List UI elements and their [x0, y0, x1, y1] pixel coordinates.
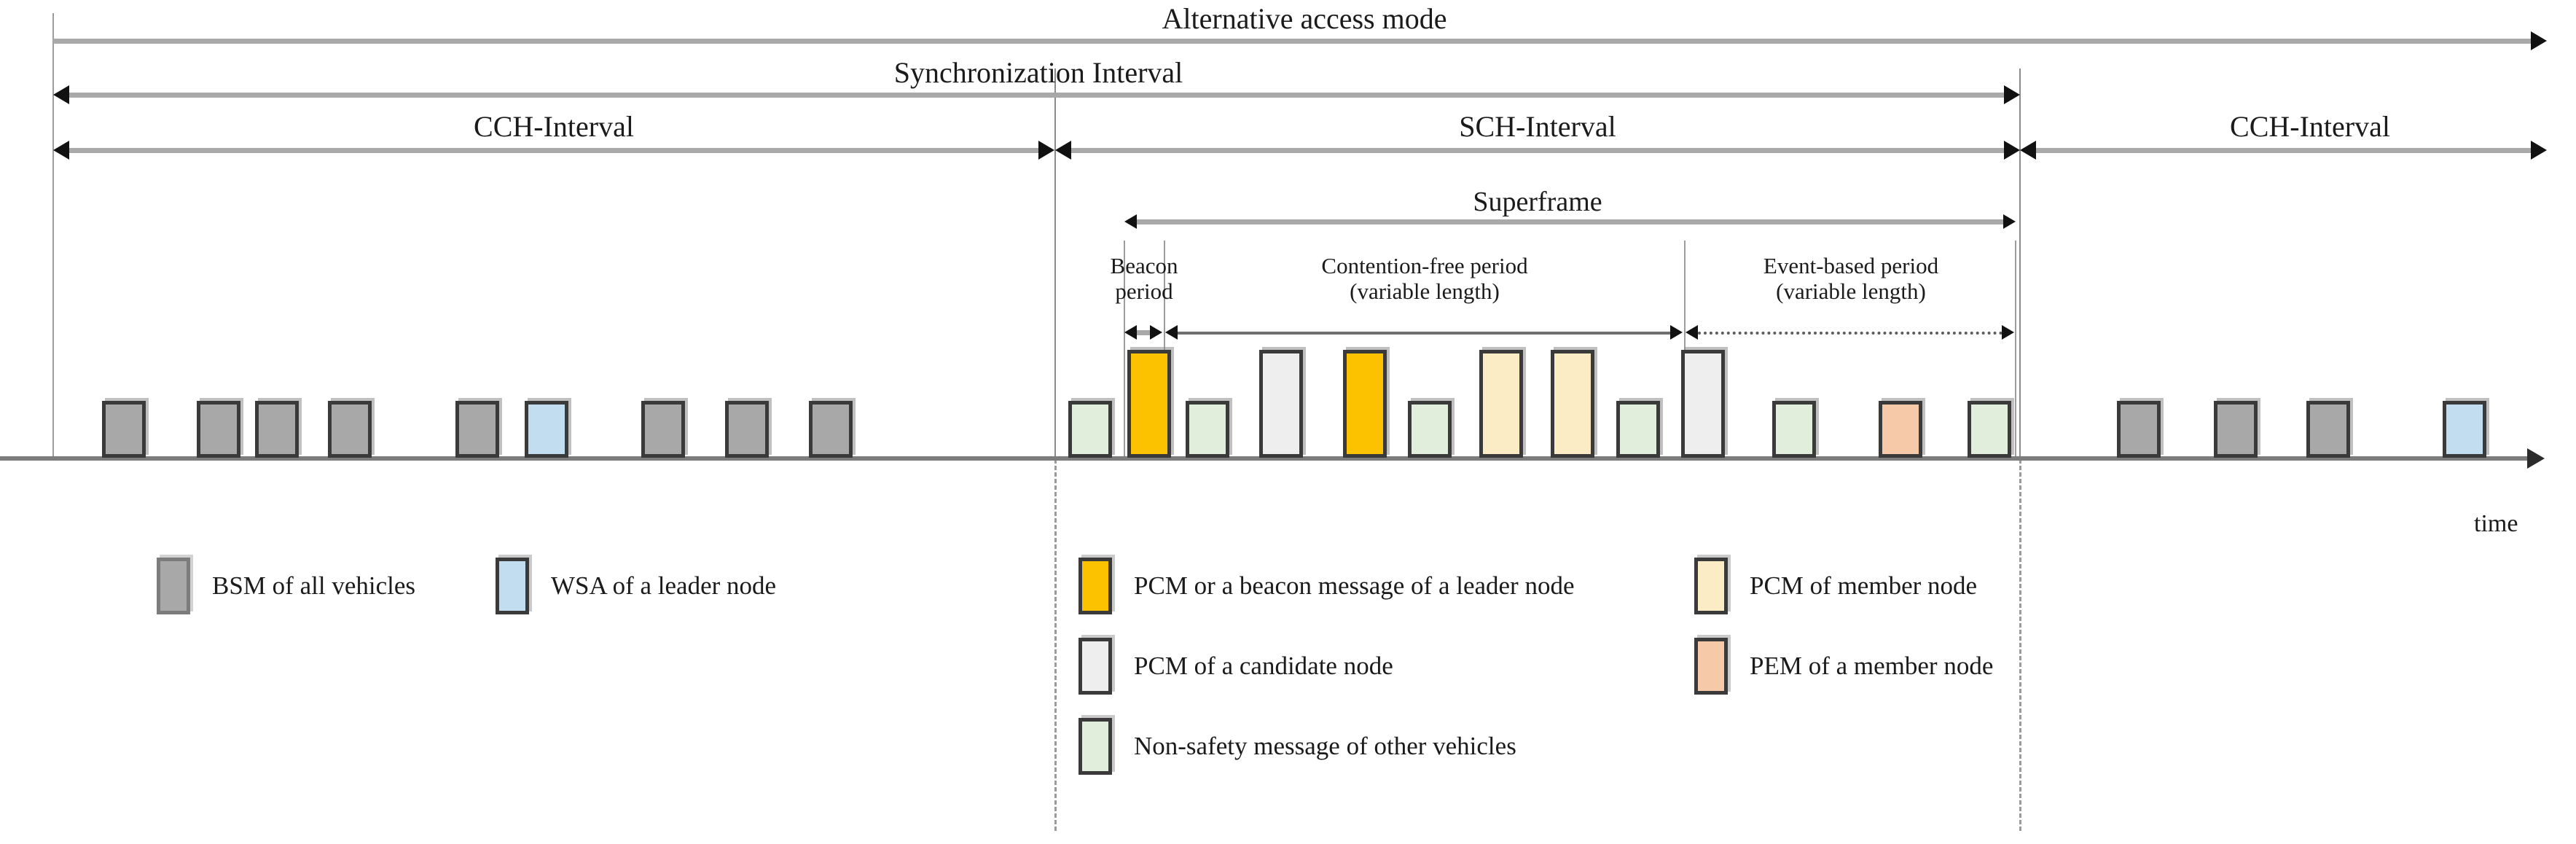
arrowhead-beacon-start [1124, 325, 1137, 340]
legend-swatch-bsm [157, 558, 190, 614]
guide-line-sch-cch-dashed [2019, 459, 2021, 831]
arrowhead-sync-left [53, 85, 69, 104]
legend-label-pem-member: PEM of a member node [1750, 652, 1994, 680]
message-box-pcm-member-17 [1551, 350, 1594, 458]
band-label-sch-interval: SCH-Interval [1459, 110, 1616, 143]
guide-line-superframe-end [2015, 241, 2016, 459]
band-label-cch-interval-right: CCH-Interval [2230, 110, 2390, 143]
legend-item-pcm-member: PCM of member node [1694, 558, 1977, 614]
message-box-pem-member-21 [1879, 401, 1922, 458]
period-label-beacon-line2: period [1115, 278, 1173, 304]
legend-swatch-non-safety [1078, 718, 1112, 775]
legend-label-bsm: BSM of all vehicles [212, 571, 415, 600]
arrowhead-superframe-end [2003, 214, 2016, 229]
message-box-bsm-23 [2117, 401, 2161, 458]
arrowhead-alternative-access-mode-right [2531, 31, 2547, 50]
message-box-bsm-4 [328, 401, 372, 458]
message-box-pcm-candidate-19 [1681, 350, 1725, 458]
period-label-ebp-line2: (variable length) [1776, 278, 1926, 304]
legend-label-non-safety: Non-safety message of other vehicles [1134, 732, 1516, 760]
time-axis-label: time [2474, 510, 2518, 537]
arrowhead-sch-end [2004, 141, 2020, 160]
legend-label-pcm-candidate: PCM of a candidate node [1134, 652, 1393, 680]
legend-swatch-pcm-leader [1078, 558, 1112, 614]
period-label-ebp-line1: Event-based period [1763, 253, 1939, 278]
legend-item-pcm-candidate: PCM of a candidate node [1078, 638, 1393, 695]
legend-item-pcm-leader: PCM or a beacon message of a leader node [1078, 558, 1575, 614]
time-axis [0, 456, 2529, 461]
message-box-non-safety-15 [1408, 401, 1452, 458]
legend-swatch-pcm-candidate [1078, 638, 1112, 695]
message-box-bsm-5 [455, 401, 499, 458]
message-box-bsm-7 [641, 401, 685, 458]
legend-swatch-pem-member [1694, 638, 1728, 695]
band-label-synchronization-interval: Synchronization Interval [893, 56, 1183, 89]
arrowhead-ebp-start [1686, 325, 1698, 340]
message-box-bsm-9 [809, 401, 853, 458]
band-bar-superframe [1137, 219, 2004, 224]
arrowhead-cch-right-end [2531, 141, 2547, 160]
message-box-non-safety-12 [1186, 401, 1229, 458]
guide-line-superframe-start [1124, 241, 1125, 459]
arrowhead-cch-right-start [2020, 141, 2036, 160]
band-bar-cch-interval-left [69, 148, 1040, 153]
guide-line-sch-cch-boundary [2019, 69, 2021, 459]
period-label-beacon: Beacon period [1078, 253, 1210, 304]
period-label-beacon-line1: Beacon [1110, 253, 1178, 278]
message-box-wsa-26 [2443, 401, 2486, 458]
arrowhead-cfp-end [1670, 325, 1683, 340]
period-bar-event-based [1698, 332, 2003, 335]
message-box-pcm-member-16 [1479, 350, 1523, 458]
legend-swatch-pcm-member [1694, 558, 1728, 614]
message-box-bsm-2 [197, 401, 240, 458]
band-bar-synchronization-interval [69, 93, 2004, 98]
arrowhead-beacon-end [1150, 325, 1162, 340]
legend-swatch-wsa [496, 558, 529, 614]
legend-label-wsa: WSA of a leader node [551, 571, 777, 600]
arrowhead-ebp-end [2002, 325, 2014, 340]
arrowhead-cch-left-end [1038, 141, 1054, 160]
message-box-non-safety-20 [1772, 401, 1816, 458]
band-label-superframe: Superframe [1473, 187, 1602, 217]
message-box-bsm-1 [102, 401, 146, 458]
band-bar-alternative-access-mode [53, 39, 2534, 44]
message-box-non-safety-10 [1068, 401, 1112, 458]
legend-item-non-safety: Non-safety message of other vehicles [1078, 718, 1516, 775]
legend-item-bsm: BSM of all vehicles [157, 558, 415, 614]
legend-label-pcm-member: PCM of member node [1750, 571, 1978, 600]
band-label-alternative-access-mode: Alternative access mode [1162, 2, 1447, 35]
message-box-bsm-24 [2214, 401, 2258, 458]
guide-line-cch-sch-boundary [1054, 69, 1056, 459]
band-label-cch-interval-left: CCH-Interval [474, 110, 634, 143]
legend-item-pem-member: PEM of a member node [1694, 638, 1993, 695]
message-box-bsm-8 [725, 401, 769, 458]
message-box-pcm-leader-14 [1343, 350, 1387, 458]
guide-line-cch-sch-dashed [1054, 459, 1057, 831]
arrowhead-superframe-start [1124, 214, 1137, 229]
message-box-non-safety-18 [1616, 401, 1660, 458]
message-box-non-safety-22 [1968, 401, 2011, 458]
arrowhead-cfp-start [1165, 325, 1178, 340]
band-bar-sch-interval [1071, 148, 2004, 153]
band-bar-cch-interval-right [2036, 148, 2534, 153]
legend-item-wsa: WSA of a leader node [496, 558, 776, 614]
arrowhead-cch-left-start [53, 141, 69, 160]
guide-line-sync-start [52, 13, 54, 459]
period-label-cfp-line2: (variable length) [1350, 278, 1500, 304]
message-box-wsa-6 [525, 401, 568, 458]
message-box-bsm-25 [2306, 401, 2350, 458]
period-label-event-based: Event-based period (variable length) [1705, 253, 1997, 304]
message-box-pcm-candidate-13 [1259, 350, 1303, 458]
arrowhead-sch-start [1055, 141, 1071, 160]
period-bar-beacon [1135, 330, 1151, 335]
time-axis-arrowhead [2527, 448, 2545, 469]
period-bar-contention-free [1178, 332, 1672, 335]
legend-label-pcm-leader: PCM or a beacon message of a leader node [1134, 571, 1575, 600]
message-box-pcm-leader-11 [1127, 350, 1171, 458]
message-box-bsm-3 [255, 401, 299, 458]
arrowhead-sync-right [2004, 85, 2020, 104]
period-label-contention-free: Contention-free period (variable length) [1195, 253, 1654, 304]
period-label-cfp-line1: Contention-free period [1321, 253, 1528, 278]
